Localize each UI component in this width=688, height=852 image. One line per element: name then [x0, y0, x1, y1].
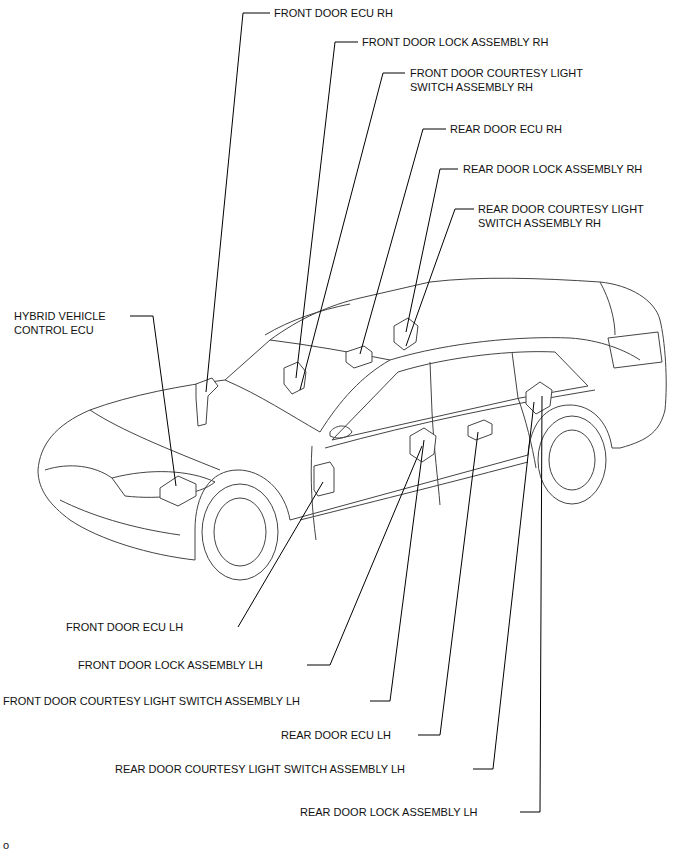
part-label: REAR DOOR COURTESY LIGHT SWITCH ASSEMBLY…	[115, 762, 405, 776]
part-label: HYBRID VEHICLE CONTROL ECU	[14, 309, 126, 337]
part-label: FRONT DOOR COURTESY LIGHT SWITCH ASSEMBL…	[3, 694, 300, 708]
part-label: FRONT DOOR LOCK ASSEMBLY RH	[362, 35, 548, 49]
part-label: REAR DOOR ECU RH	[450, 122, 562, 136]
part-label: FRONT DOOR LOCK ASSEMBLY LH	[78, 658, 263, 672]
part-label: REAR DOOR COURTESY LIGHT SWITCH ASSEMBLY…	[478, 202, 660, 230]
part-label: o	[3, 838, 9, 852]
part-label: REAR DOOR LOCK ASSEMBLY RH	[463, 162, 642, 176]
part-label: FRONT DOOR ECU LH	[66, 620, 183, 634]
part-label: FRONT DOOR ECU RH	[274, 6, 393, 20]
part-label: REAR DOOR ECU LH	[281, 728, 391, 742]
part-label: REAR DOOR LOCK ASSEMBLY LH	[300, 805, 477, 819]
part-label: FRONT DOOR COURTESY LIGHT SWITCH ASSEMBL…	[410, 66, 598, 94]
